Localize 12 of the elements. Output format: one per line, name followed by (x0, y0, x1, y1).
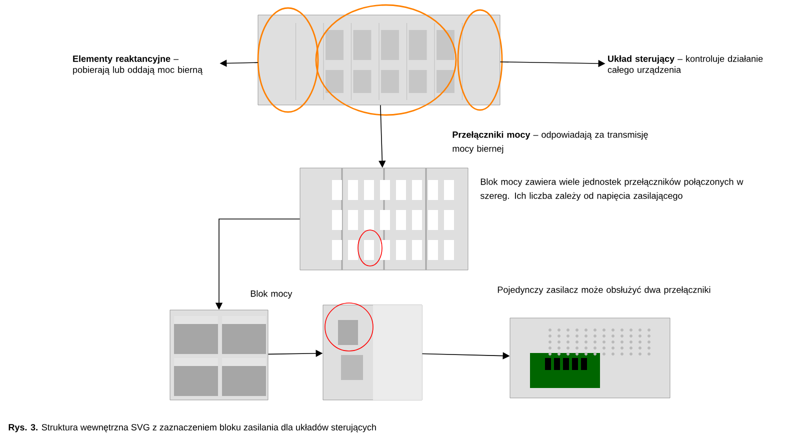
description-text: Układ sterujący – kontroluje działanie całego urządzenia (608, 55, 763, 75)
note-text: Przełączniki mocy – odpowiadają za transmisję mocy biernej (452, 131, 648, 154)
note-text: Pojedynczy zasilacz może obsłużyć dwa przełączniki (498, 286, 710, 295)
note-text: Blok mocy zawiera wiele jednostek przełączników połączonych w szereg. Ich liczba zależy od napięcia zasilającego (480, 178, 744, 201)
figure-caption: Rys. 3. Struktura wewnętrzna SVG z zaznaczeniem bloku zasilania dla układów sterujących (8, 424, 376, 432)
cabinet-drawing (257, 4, 503, 116)
module-drawing (322, 302, 422, 400)
power-supply-drawing (510, 318, 670, 398)
module-drawing (170, 310, 268, 400)
description-text: Elementy reaktancyjne – pobierają lub oddają moc bierną (73, 55, 203, 75)
note-text: Blok mocy (250, 290, 292, 299)
cabinet-drawing (300, 168, 468, 270)
